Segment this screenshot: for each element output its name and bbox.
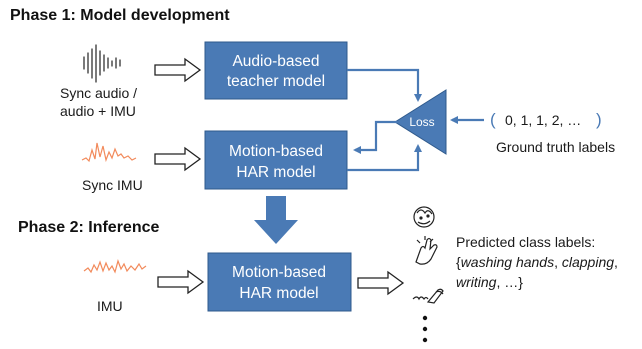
phase-transition-arrow [254,196,298,244]
output-arrow-labels [357,270,405,296]
phase2-title: Phase 2: Inference [18,219,160,236]
input-arrow-teacher [154,57,202,83]
teacher-to-loss-arrow [347,68,422,102]
input-arrow-har2 [157,269,205,295]
predicted-tail: , …} [496,274,523,290]
predicted-sep1: , [554,254,562,270]
input-arrow-har1 [154,146,202,172]
washing-hands-icon [413,206,435,228]
predicted-line2: writing, …} [456,274,523,290]
teacher-model-box: Audio-based teacher model [204,41,348,100]
har2-box-line1: Motion-based [232,264,326,281]
vertical-ellipsis-icon [422,315,428,343]
predicted-item-clapping: clapping [562,254,614,270]
predicted-title: Predicted class labels: [456,234,595,250]
sync-audio-label-line2: audio + IMU [60,103,136,119]
predicted-line1: {washing hands, clapping, [456,254,618,270]
sync-imu-label: Sync IMU [82,177,143,193]
har2-box-line2: HAR model [239,285,318,302]
predicted-open-brace: { [456,254,461,270]
writing-icon [412,288,444,304]
sync-audio-label-line1: Sync audio / [60,85,137,101]
imu-signal-icon [83,259,147,274]
har-model-box-phase1: Motion-based HAR model [204,130,348,190]
predicted-sep2: , [614,254,618,270]
clapping-icon [415,236,438,265]
phase1-title: Phase 1: Model development [10,7,230,24]
ground-truth-open-bracket: ( [490,110,496,129]
audio-waveform-icon [83,44,121,83]
predicted-item-washing-hands: washing hands [461,254,554,270]
ground-truth-close-bracket: ) [596,110,602,129]
predicted-item-writing: writing [456,274,497,290]
imu-label: IMU [97,298,123,314]
har-to-loss-arrow [347,144,422,172]
loss-to-har-feedback-arrow [353,120,405,154]
ground-truth-caption: Ground truth labels [496,139,615,155]
teacher-box-line2: teacher model [227,73,325,90]
har1-box-line2: HAR model [236,164,315,181]
loss-label: Loss [409,115,434,129]
loss-node: Loss [394,89,447,155]
har1-box-line1: Motion-based [229,143,323,160]
imu-signal-icon [81,142,137,163]
ground-truth-values: 0, 1, 1, 2, … [505,112,581,128]
har-model-box-phase2: Motion-based HAR model [207,252,352,312]
teacher-box-line1: Audio-based [232,53,319,70]
